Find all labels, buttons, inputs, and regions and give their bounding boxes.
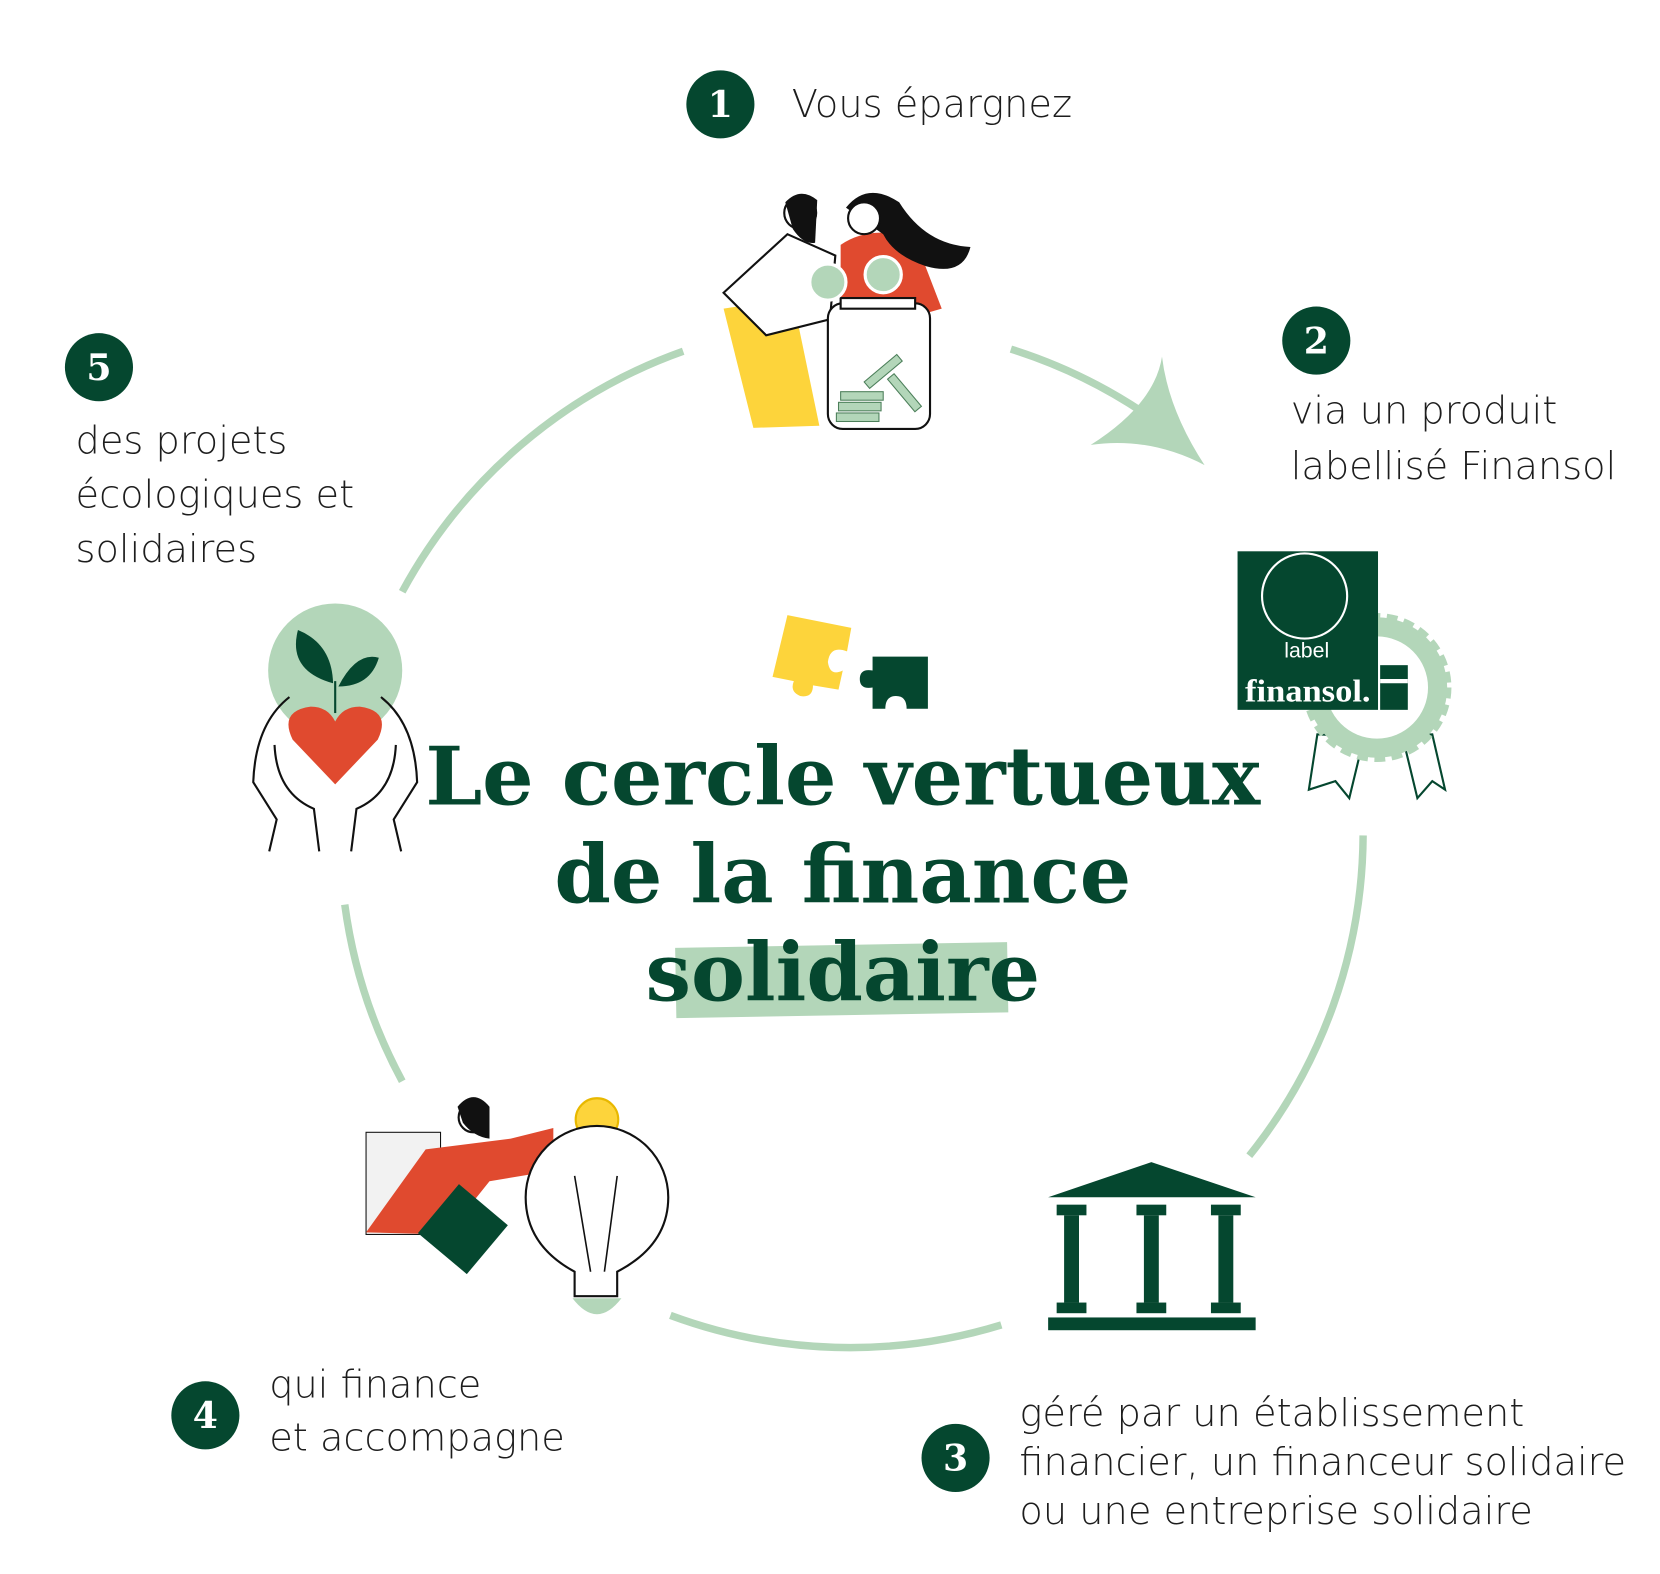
- step-3: 3 géré par un établissement financier, u…: [921, 1391, 1626, 1534]
- logo-text-finansol: finansol.: [1245, 673, 1371, 708]
- step-1: 1 Vous épargnez: [686, 70, 1072, 139]
- logo-text-label: label: [1284, 639, 1329, 663]
- cycle-arc-4-to-5: [341, 904, 406, 1083]
- bank-building-icon: [1048, 1162, 1256, 1331]
- puzzle-icon: [772, 615, 928, 709]
- step-label-line: via un produit: [1291, 389, 1558, 434]
- title-line-1: Le cercle vertueux: [425, 730, 1261, 825]
- step-label-line: géré par un établissement: [1019, 1391, 1524, 1436]
- step-label-line: financier, un financeur solidaire: [1019, 1440, 1626, 1485]
- title-line-2: de la finance: [554, 827, 1131, 922]
- cycle-arc-2-to-3: [1246, 835, 1367, 1159]
- step-2: 2 via un produit labellisé Finansol: [1282, 306, 1617, 489]
- step-label-line: des projets: [76, 418, 288, 463]
- step-5: 5 des projets écologiques et solidaires: [64, 333, 355, 572]
- finansol-label-logo: label finansol.: [1237, 551, 1452, 801]
- step-label-line: labellisé Finansol: [1291, 444, 1617, 489]
- step-label-line: écologiques et: [76, 473, 355, 518]
- step-number-badge: [1282, 306, 1351, 375]
- step-number: 4: [193, 1394, 218, 1437]
- step-number-badge: [171, 1381, 240, 1450]
- step-number-badge: [921, 1423, 990, 1492]
- step-number-badge: [686, 70, 755, 139]
- cycle-arc-1-to-2: [1009, 345, 1146, 417]
- title-line-3: solidaire: [645, 925, 1040, 1020]
- title-highlight: [675, 942, 1009, 1019]
- cycle-arc-3-to-4: [669, 1311, 1003, 1352]
- step-label-line: solidaires: [76, 527, 258, 572]
- step-label-line: ou une entreprise solidaire: [1019, 1489, 1532, 1534]
- step-number: 3: [943, 1437, 968, 1480]
- step-number: 2: [1304, 319, 1329, 362]
- step-label-line: qui finance: [269, 1362, 481, 1407]
- investor-lightbulb-illustration: [365, 1097, 670, 1315]
- arrow-head-icon: [1090, 356, 1205, 466]
- cycle-arc-5-to-1: [398, 347, 685, 594]
- step-number: 5: [86, 346, 111, 389]
- saving-couple-illustration: [722, 192, 971, 430]
- step-label-line: et accompagne: [269, 1415, 565, 1460]
- hands-heart-plant-icon: [252, 603, 419, 852]
- step-4: 4 qui finance et accompagne: [171, 1362, 565, 1460]
- step-number: 1: [708, 83, 733, 126]
- step-number-badge: [64, 333, 134, 402]
- step-label: Vous épargnez: [792, 82, 1072, 127]
